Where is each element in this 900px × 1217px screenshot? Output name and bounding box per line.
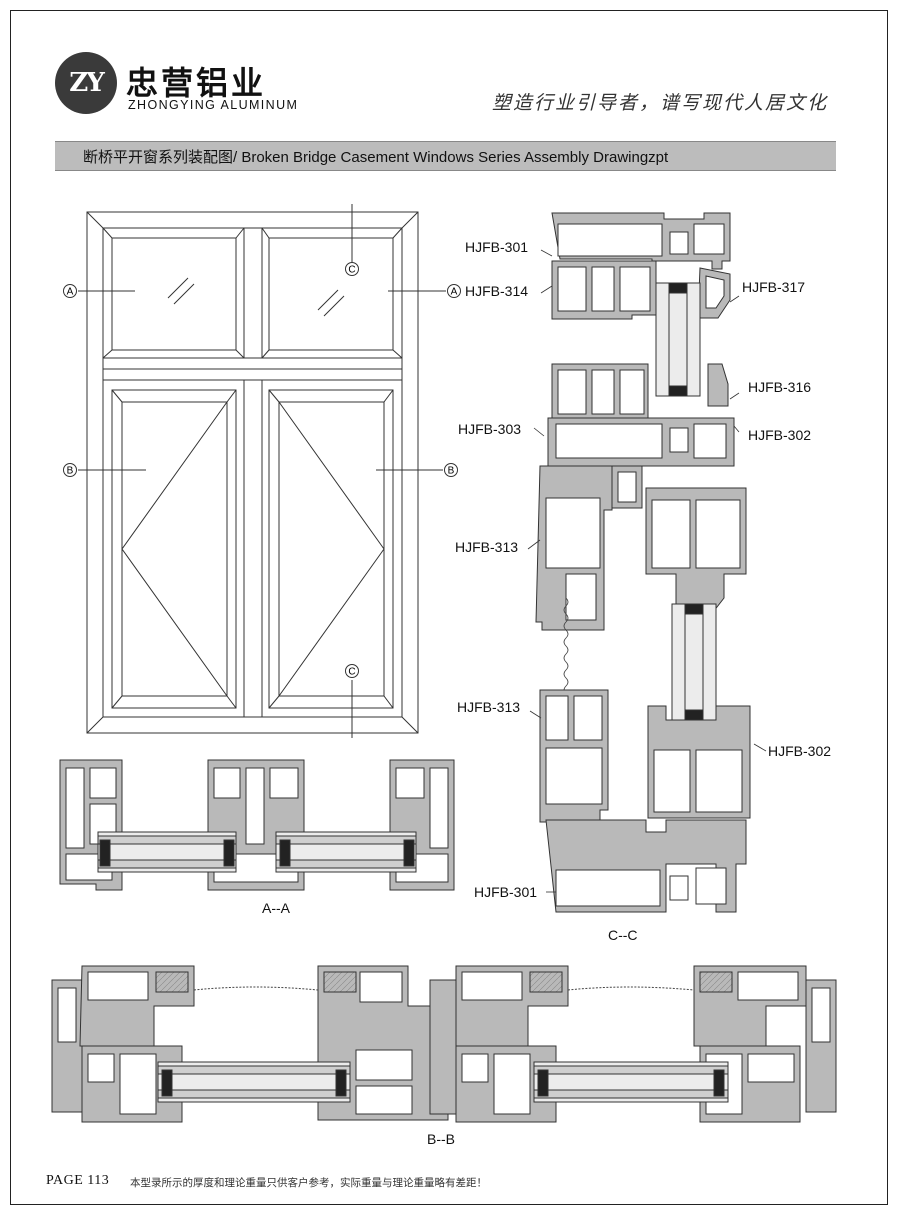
part-label-hjfb-301-bottom: HJFB-301 (474, 884, 538, 900)
part-label-hjfb-302: HJFB-302 (748, 427, 812, 443)
marker-c-top: C (348, 265, 355, 276)
caption-section-cc: C--C (608, 927, 638, 943)
part-label-hjfb-317: HJFB-317 (742, 279, 806, 295)
section-cc-drawing (527, 212, 767, 913)
part-label-hjfb-302-lower: HJFB-302 (768, 743, 832, 759)
slogan: 塑造行业引导者，谱写现代人居文化 (492, 92, 829, 114)
logo-mark: ZY (69, 68, 105, 98)
part-label-hjfb-303: HJFB-303 (458, 421, 522, 437)
brand-name-cn: 忠营铝业 (126, 64, 267, 102)
section-markers: A A B B C C (63, 262, 461, 678)
marker-b-right: B (448, 466, 455, 477)
page-title-bar: 断桥平开窗系列装配图/ Broken Bridge Casement Windo… (55, 141, 836, 171)
marker-a-left: A (67, 287, 74, 298)
page-number: PAGE 113 (46, 1173, 110, 1188)
part-label-hjfb-316: HJFB-316 (748, 379, 812, 395)
part-label-hjfb-314: HJFB-314 (465, 283, 529, 299)
section-aa-drawing (59, 759, 455, 891)
part-label-hjfb-301-top: HJFB-301 (465, 239, 529, 255)
brand-name-en: ZHONGYING ALUMINUM (128, 98, 299, 112)
section-bb-drawing (51, 965, 837, 1123)
page-border (10, 10, 888, 1205)
caption-section-aa: A--A (262, 900, 290, 916)
marker-b-left: B (67, 466, 74, 477)
marker-a-right: A (451, 287, 458, 298)
part-label-hjfb-313: HJFB-313 (455, 539, 519, 555)
window-elevation (78, 204, 446, 738)
caption-section-bb: B--B (427, 1131, 455, 1147)
marker-c-bottom: C (348, 667, 355, 678)
disclaimer-note: 本型录所示的厚度和理论重量只供客户参考，实际重量与理论重量略有差距！ (130, 1177, 487, 1189)
page-title: 断桥平开窗系列装配图/ Broken Bridge Casement Windo… (83, 148, 669, 166)
brand-logo: ZY (55, 52, 117, 114)
part-label-hjfb-313-lower: HJFB-313 (457, 699, 521, 715)
